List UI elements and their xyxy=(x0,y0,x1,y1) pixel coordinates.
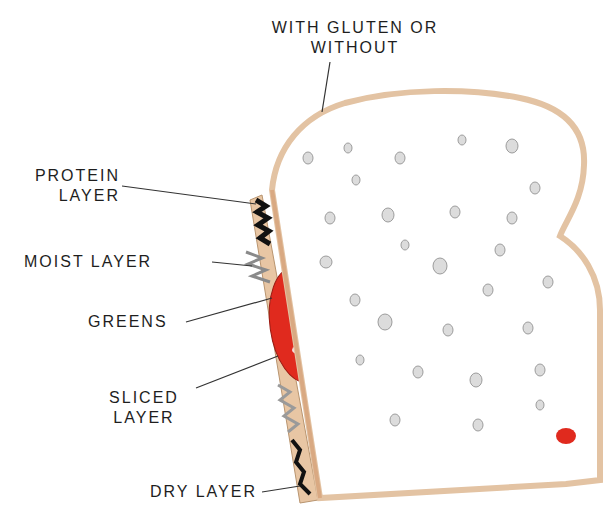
part-label: SLICED LAYER xyxy=(92,388,196,428)
part-label: PROTEIN LAYER xyxy=(4,166,120,206)
greens-bits xyxy=(278,385,298,432)
protein-layer xyxy=(256,200,270,244)
tomato-spot xyxy=(556,428,576,444)
leader-lines xyxy=(122,62,330,492)
part-label: GREENS xyxy=(88,312,184,332)
bread-slice xyxy=(272,91,600,498)
part-label: DRY LAYER xyxy=(150,482,262,502)
dry-layer xyxy=(292,440,310,494)
moist-layer xyxy=(246,252,270,282)
crust-edge xyxy=(272,190,320,498)
part-label: WITH GLUTEN OR WITHOUT xyxy=(270,18,440,58)
bread-holes xyxy=(303,135,553,431)
part-label: MOIST LAYER xyxy=(24,252,210,272)
